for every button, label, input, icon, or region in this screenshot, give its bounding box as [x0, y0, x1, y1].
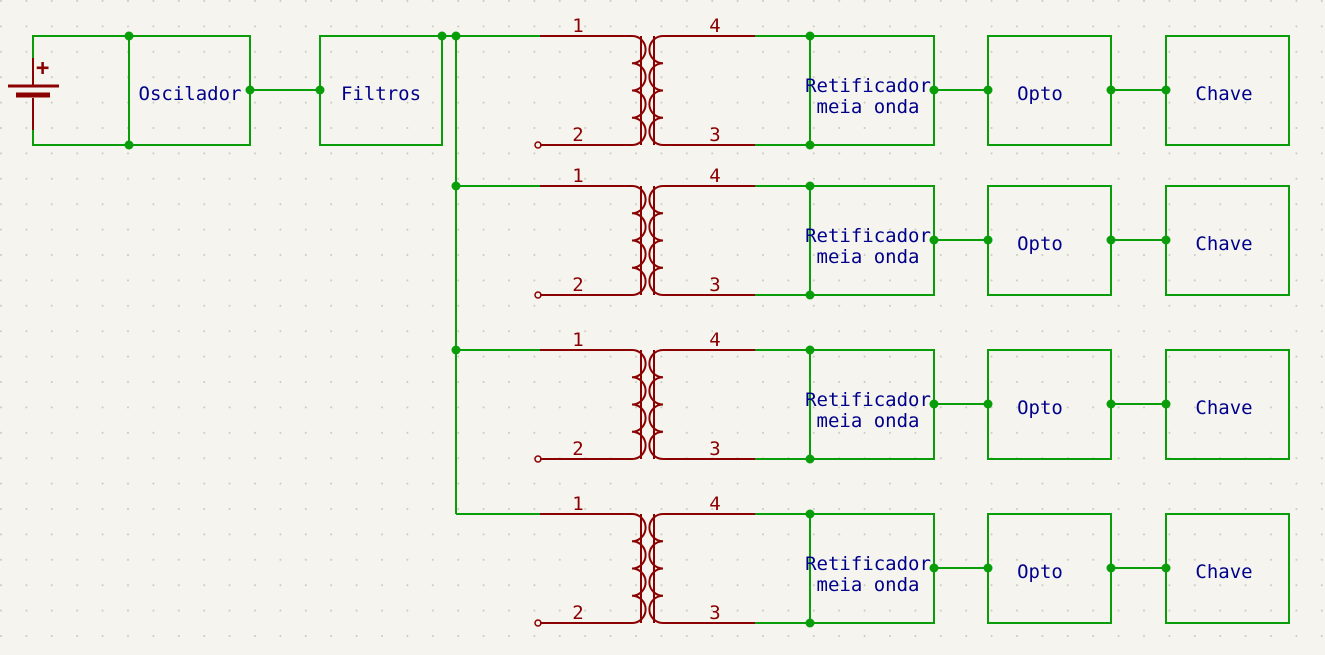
- channel-4: 1 2 3 4 Retificador meia onda Opto Chave: [534, 493, 1290, 628]
- oscillator-label: Oscilador: [139, 83, 242, 105]
- transformer[interactable]: 1 2 3 4: [534, 15, 755, 149]
- switch-block[interactable]: Chave: [1165, 349, 1290, 460]
- battery-plus-label: +: [36, 56, 49, 81]
- unconnected-pin-marker: [534, 619, 542, 627]
- unconnected-pin-marker: [534, 141, 542, 149]
- rectifier-block[interactable]: Retificador meia onda: [805, 185, 935, 296]
- filter-output-bus: [437, 31, 540, 515]
- opto-label: Opto: [1017, 83, 1063, 105]
- rectifier-label-line1: Retificador: [805, 75, 931, 97]
- opto-label: Opto: [1017, 561, 1063, 583]
- switch-label: Chave: [1195, 83, 1252, 105]
- rectifier-label-line1: Retificador: [805, 553, 931, 575]
- pin-4-label: 4: [709, 165, 720, 187]
- rectifier-block[interactable]: Retificador meia onda: [805, 349, 935, 460]
- pin-2-label: 2: [572, 602, 583, 624]
- pin-1-label: 1: [572, 329, 583, 351]
- unconnected-pin-marker: [534, 455, 542, 463]
- rectifier-label-line2: meia onda: [817, 410, 920, 432]
- pin-1-label: 1: [572, 15, 583, 37]
- pin-1-label: 1: [572, 493, 583, 515]
- rectifier-label-line1: Retificador: [805, 389, 931, 411]
- switch-block[interactable]: Chave: [1165, 513, 1290, 624]
- rectifier-label-line2: meia onda: [817, 96, 920, 118]
- filters-block[interactable]: Filtros: [319, 35, 443, 146]
- pin-2-label: 2: [572, 124, 583, 146]
- opto-label: Opto: [1017, 233, 1063, 255]
- transformer[interactable]: 1 2 3 4: [534, 165, 755, 299]
- switch-label: Chave: [1195, 233, 1252, 255]
- channel-2: 1 2 3 4 Retificador meia onda Opto Chave: [534, 165, 1290, 300]
- pin-4-label: 4: [709, 15, 720, 37]
- pin-1-label: 1: [572, 165, 583, 187]
- pin-2-label: 2: [572, 438, 583, 460]
- switch-block[interactable]: Chave: [1165, 185, 1290, 296]
- pin-3-label: 3: [709, 124, 720, 146]
- switch-label: Chave: [1195, 397, 1252, 419]
- rectifier-label-line1: Retificador: [805, 225, 931, 247]
- unconnected-pin-marker: [534, 291, 542, 299]
- opto-label: Opto: [1017, 397, 1063, 419]
- pin-3-label: 3: [709, 438, 720, 460]
- pin-3-label: 3: [709, 274, 720, 296]
- battery-symbol[interactable]: +: [8, 56, 59, 130]
- filters-label: Filtros: [341, 83, 421, 105]
- pin-2-label: 2: [572, 274, 583, 296]
- rectifier-block[interactable]: Retificador meia onda: [805, 513, 935, 624]
- pin-4-label: 4: [709, 329, 720, 351]
- transformer[interactable]: 1 2 3 4: [534, 493, 755, 627]
- switch-label: Chave: [1195, 561, 1252, 583]
- pin-4-label: 4: [709, 493, 720, 515]
- channel-1: 1 2 3 4 Retificador meia onda Opto Chave: [534, 15, 1290, 150]
- rectifier-label-line2: meia onda: [817, 246, 920, 268]
- switch-block[interactable]: Chave: [1165, 35, 1290, 146]
- channel-3: 1 2 3 4 Retificador meia onda Opto Chave: [534, 329, 1290, 464]
- rectifier-label-line2: meia onda: [817, 574, 920, 596]
- rectifier-block[interactable]: Retificador meia onda: [805, 35, 935, 146]
- transformer[interactable]: 1 2 3 4: [534, 329, 755, 463]
- pin-3-label: 3: [709, 602, 720, 624]
- junction-dot: [245, 85, 255, 95]
